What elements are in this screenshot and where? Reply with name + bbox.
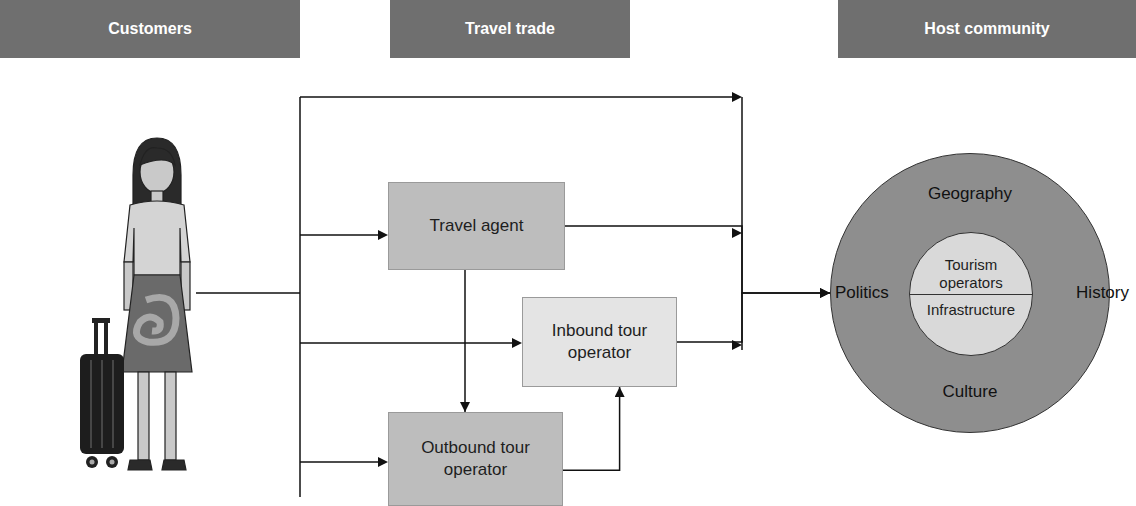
node-label: Inbound tour operator bbox=[533, 320, 666, 364]
node-label: Infrastructure bbox=[910, 301, 1032, 319]
header-label: Travel trade bbox=[465, 20, 555, 38]
header-band: Host community bbox=[838, 0, 1136, 58]
process-box: Travel agent bbox=[388, 182, 565, 270]
node-label: History bbox=[1076, 283, 1129, 303]
core-circle: Tourism operatorsInfrastructure bbox=[909, 232, 1033, 356]
flow-arrow bbox=[563, 387, 620, 470]
node-label: Geography bbox=[928, 184, 1012, 204]
header-band: Customers bbox=[0, 0, 300, 58]
flow-arrow bbox=[565, 226, 830, 293]
traveller-figure bbox=[122, 138, 192, 470]
process-box: Outbound tour operator bbox=[388, 412, 563, 506]
community-circle: GeographyPoliticsHistoryCultureTourism o… bbox=[830, 153, 1110, 433]
node-label: Culture bbox=[943, 382, 998, 402]
header-label: Customers bbox=[108, 20, 192, 38]
arrow-heads bbox=[378, 92, 742, 467]
suitcase bbox=[80, 318, 124, 468]
header-label: Host community bbox=[924, 20, 1049, 38]
node-label: Politics bbox=[835, 283, 889, 303]
header-band: Travel trade bbox=[390, 0, 630, 58]
flow-arrow bbox=[677, 293, 830, 342]
node-label: Travel agent bbox=[430, 215, 524, 237]
node-label: Tourism operators bbox=[910, 256, 1032, 292]
flow-arrow bbox=[464, 270, 466, 412]
node-label: Outbound tour operator bbox=[399, 437, 552, 481]
divider-line bbox=[910, 294, 1032, 295]
process-box: Inbound tour operator bbox=[522, 297, 677, 387]
